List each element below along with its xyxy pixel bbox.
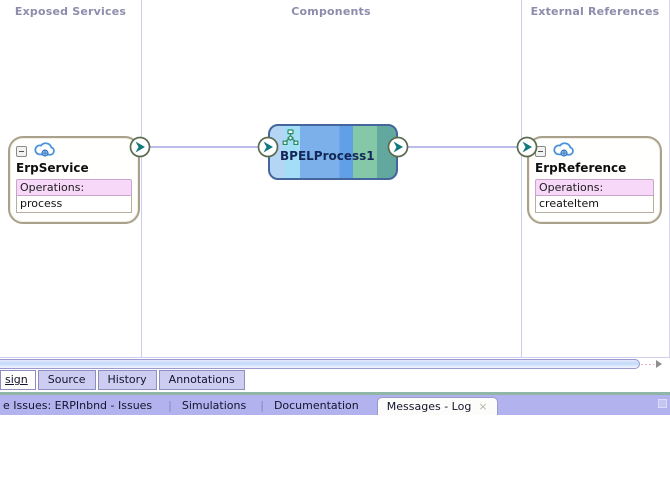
column-header-external-references: External References: [530, 5, 660, 18]
reference-name: ErpReference: [535, 161, 627, 175]
panel-tab-separator: |: [260, 398, 264, 412]
operations-header: Operations:: [16, 179, 132, 196]
panel-tab-messages-log[interactable]: Messages - Log ×: [376, 397, 498, 415]
lane-divider: [141, 0, 142, 357]
tab-history[interactable]: History: [97, 370, 157, 390]
tab-source[interactable]: Source: [37, 370, 96, 390]
operation-createitem[interactable]: createItem: [535, 196, 654, 213]
component-name: BPELProcess1: [280, 149, 375, 163]
close-icon[interactable]: ×: [478, 400, 488, 413]
lane-divider: [521, 0, 522, 357]
log-panel-content: [0, 415, 670, 499]
operation-process[interactable]: process: [16, 196, 132, 213]
component-inbound-arrow-icon[interactable]: [257, 136, 279, 158]
editor-view-tabs: sign Source History Annotations: [0, 370, 670, 392]
reference-erpreference[interactable]: ErpReference Operations: createItem: [527, 136, 662, 224]
service-erpservice[interactable]: ErpService Operations: process: [8, 136, 140, 224]
horizontal-scrollbar[interactable]: [0, 357, 670, 371]
panel-corner-icon[interactable]: [658, 399, 667, 408]
web-service-cloud-icon: [32, 140, 58, 162]
operations-header: Operations:: [535, 179, 654, 196]
tab-annotations[interactable]: Annotations: [158, 370, 245, 390]
service-endpoint-arrow-icon[interactable]: [129, 136, 151, 158]
scrollbar-thumb[interactable]: [0, 359, 640, 369]
tab-design[interactable]: sign: [0, 370, 36, 390]
column-header-exposed-services: Exposed Services: [14, 5, 127, 18]
column-header-components: Components: [291, 5, 371, 18]
wire-component-to-reference: [398, 146, 527, 148]
collapse-minus-icon[interactable]: [16, 145, 27, 157]
wire-service-to-component: [140, 146, 268, 148]
reference-endpoint-arrow-icon[interactable]: [516, 136, 538, 158]
composite-canvas[interactable]: Exposed Services Components External Ref…: [0, 0, 670, 357]
scroll-right-arrow-icon[interactable]: [656, 360, 662, 368]
panel-tab-simulations[interactable]: Simulations: [181, 398, 247, 412]
service-name: ErpService: [16, 161, 89, 175]
panel-tab-documentation[interactable]: Documentation: [273, 398, 359, 412]
component-bpelprocess1[interactable]: BPELProcess1: [268, 124, 398, 180]
panel-tab-code-issues[interactable]: e Issues: ERPInbnd - Issues: [3, 398, 153, 412]
web-service-cloud-icon: [551, 140, 577, 162]
bottom-panel-tab-strip: e Issues: ERPInbnd - Issues | Simulation…: [0, 395, 670, 415]
component-outbound-arrow-icon[interactable]: [387, 136, 409, 158]
bpel-process-icon: [282, 129, 299, 150]
scrollbar-track[interactable]: [641, 364, 654, 365]
panel-top-divider: [0, 392, 670, 395]
panel-tab-separator: |: [168, 398, 172, 412]
